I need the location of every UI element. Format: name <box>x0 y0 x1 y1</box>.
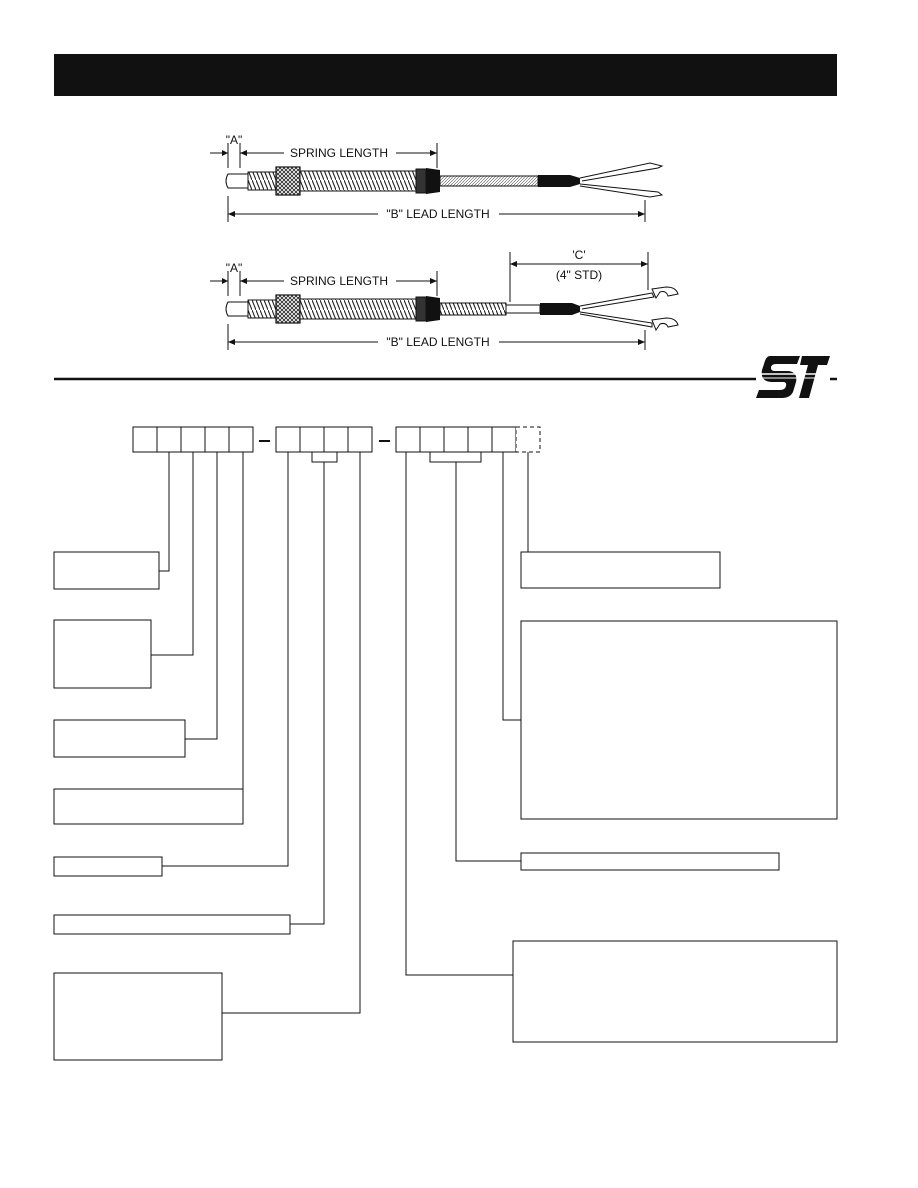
callout-box-1 <box>53 551 160 590</box>
callout-box-11 <box>512 940 838 1043</box>
spring-length-label: SPRING LENGTH <box>290 146 388 160</box>
dim-c-label: 'C' <box>572 248 585 262</box>
lead-length-label: "B" LEAD LENGTH <box>386 207 489 221</box>
leader-lines <box>151 452 529 1014</box>
st-logo <box>756 352 830 402</box>
dim-a-label: "A" <box>226 133 243 147</box>
callout-box-8 <box>520 551 721 589</box>
header-bar <box>54 54 837 96</box>
dim-c-note: (4" STD) <box>556 268 602 282</box>
sensor-diagram-bottom: "A" SPRING LENGTH 'C' (4" STD) <box>210 248 679 350</box>
callout-box-9 <box>520 620 838 820</box>
callout-box-3 <box>53 719 186 758</box>
sensor-diagram-top: "A" SPRING LENGTH "B" LEAD LENGTH <box>210 133 664 222</box>
dim-a-label: "A" <box>226 261 243 275</box>
callout-box-4 <box>53 788 244 825</box>
callout-box-2 <box>53 619 152 689</box>
callout-box-7 <box>53 972 223 1061</box>
callout-box-5 <box>53 856 163 877</box>
spring-length-label: SPRING LENGTH <box>290 274 388 288</box>
lead-length-label: "B" LEAD LENGTH <box>386 335 489 349</box>
callout-box-6 <box>53 914 291 935</box>
ordering-code-boxes <box>132 426 541 453</box>
callout-box-10 <box>520 852 780 871</box>
code-brackets <box>311 452 482 463</box>
